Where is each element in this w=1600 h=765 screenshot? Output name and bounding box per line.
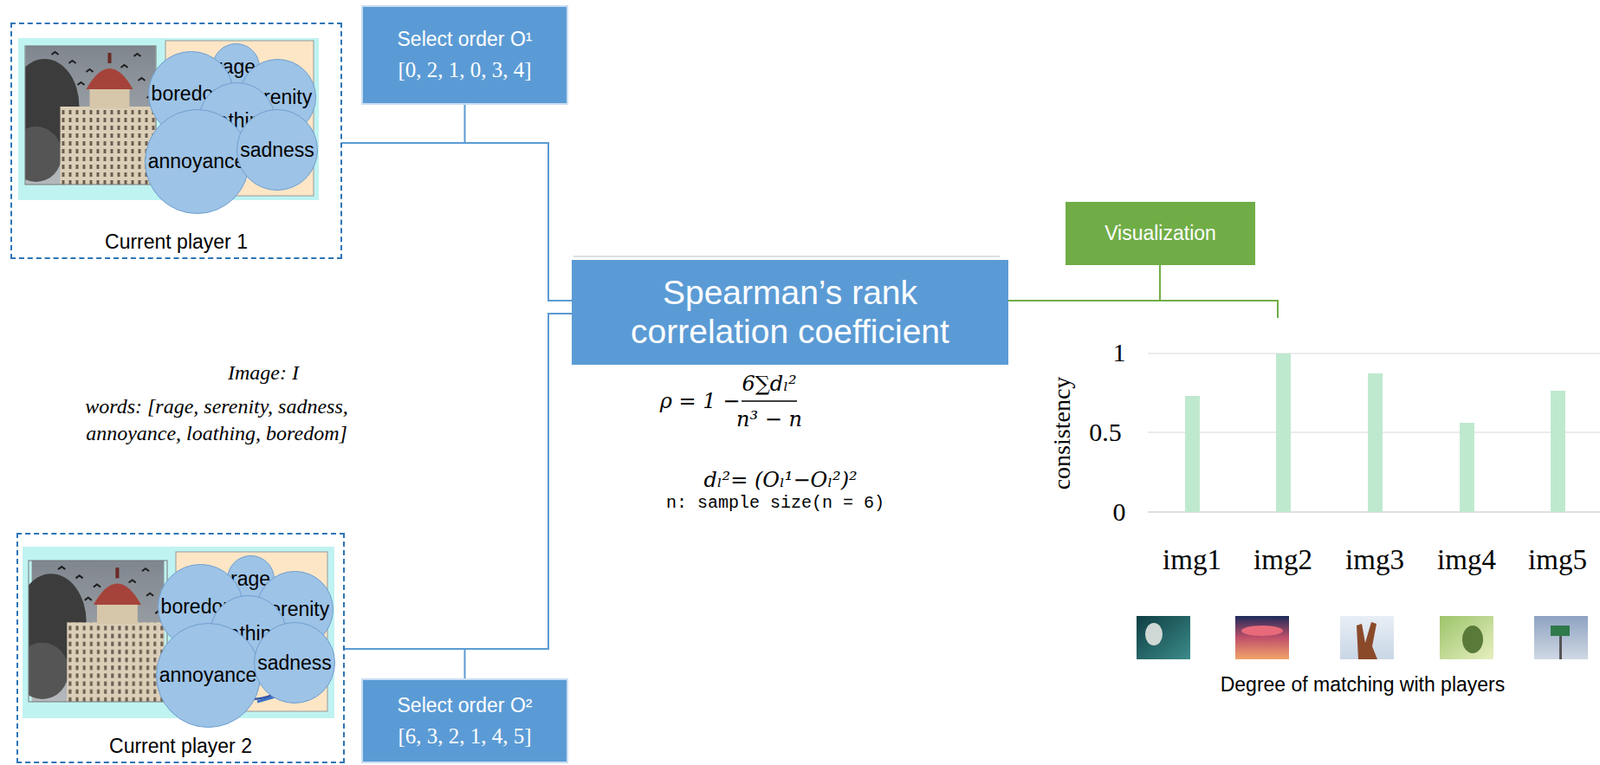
method-box: Spearman’s rank correlation coefficient bbox=[571, 259, 1009, 365]
box-title: Current player 2 bbox=[109, 734, 253, 758]
box-title: annoyance bbox=[148, 149, 247, 174]
axis-tick: 0 bbox=[1113, 497, 1127, 527]
photo-frame bbox=[28, 560, 168, 702]
thumbnail-detail bbox=[1462, 625, 1484, 654]
box-title: Select order O² bbox=[397, 693, 533, 718]
axis-title: consistency bbox=[1048, 376, 1076, 491]
category-label: img4 bbox=[1437, 544, 1497, 577]
order-values: [0, 2, 1, 0, 3, 4] bbox=[397, 58, 532, 83]
order-box: Select order O¹ [0, 2, 1, 0, 3, 4] bbox=[361, 5, 569, 105]
connector-line bbox=[1008, 265, 1160, 301]
category-label: img3 bbox=[1345, 544, 1405, 577]
bar bbox=[1276, 353, 1291, 512]
box-title: annoyance bbox=[159, 663, 258, 687]
emotion-circle: annoyance bbox=[144, 109, 250, 214]
bracket-line bbox=[1159, 300, 1278, 318]
formula-part: ρ = 1 − bbox=[660, 388, 740, 414]
box-title: sadness bbox=[257, 651, 332, 675]
player-panel: Current player 1rageboredomserenityloath… bbox=[10, 22, 343, 260]
word-list: words: [rage, serenity, sadness, annoyan… bbox=[43, 393, 390, 447]
connector-line bbox=[344, 313, 572, 649]
thumbnail bbox=[1439, 615, 1494, 660]
player-panel: Current player 2rageboredomserenityloath… bbox=[16, 532, 345, 764]
category-label: img2 bbox=[1253, 544, 1313, 577]
thumbnail-detail bbox=[1559, 635, 1562, 660]
connector-line bbox=[465, 313, 573, 679]
order-box: Select order O² [6, 3, 2, 1, 4, 5] bbox=[361, 678, 569, 764]
sample-size-note: n: sample size(n = 6) bbox=[666, 492, 885, 513]
chart-caption: Degree of matching with players bbox=[1220, 673, 1506, 697]
thumbnail-detail bbox=[1241, 625, 1283, 636]
category-label: img5 bbox=[1528, 544, 1588, 577]
grid-line bbox=[1147, 353, 1600, 355]
category-label: img1 bbox=[1162, 544, 1222, 577]
bar bbox=[1185, 395, 1200, 512]
thumbnail bbox=[1340, 615, 1394, 660]
bar bbox=[1367, 373, 1383, 512]
emotion-circle: annoyance bbox=[155, 622, 261, 728]
box-title: sadness bbox=[239, 138, 315, 162]
thumbnail-detail bbox=[1356, 621, 1378, 660]
box-title: Select order O¹ bbox=[397, 27, 533, 52]
thumbnail bbox=[1534, 615, 1588, 660]
box-title: Spearman’s rank correlation coefficient bbox=[589, 273, 992, 352]
box-title: Current player 1 bbox=[104, 230, 248, 254]
building-photo bbox=[15, 560, 164, 702]
formula-numerator: 6∑dₗ² bbox=[741, 371, 797, 396]
visualization-box: Visualization bbox=[1065, 201, 1256, 266]
thumbnail-detail bbox=[1550, 625, 1570, 636]
bar bbox=[1550, 390, 1566, 512]
emotion-circle: sadness bbox=[236, 109, 318, 191]
thumbnail bbox=[1235, 615, 1290, 660]
fraction-bar bbox=[741, 400, 797, 402]
formula-denominator: n³ − n bbox=[736, 407, 803, 432]
order-values: [6, 3, 2, 1, 4, 5] bbox=[397, 724, 532, 749]
formula-definition: dₗ²= (Oₗ¹−Oₗ²)² bbox=[703, 467, 857, 493]
axis-tick: 1 bbox=[1113, 337, 1127, 368]
box-title: Visualization bbox=[1104, 221, 1217, 246]
connector-line bbox=[342, 142, 572, 301]
photo-frame bbox=[25, 45, 156, 185]
bar bbox=[1459, 422, 1475, 512]
axis-tick: 0.5 bbox=[1088, 417, 1122, 447]
emotion-circle: sadness bbox=[253, 621, 336, 704]
thumbnail-detail bbox=[1145, 622, 1163, 646]
thumbnail bbox=[1136, 615, 1191, 660]
building-photo bbox=[10, 45, 156, 185]
connector-line bbox=[465, 104, 573, 301]
rule-line bbox=[573, 256, 1000, 258]
image-label: Image: I bbox=[227, 361, 299, 385]
